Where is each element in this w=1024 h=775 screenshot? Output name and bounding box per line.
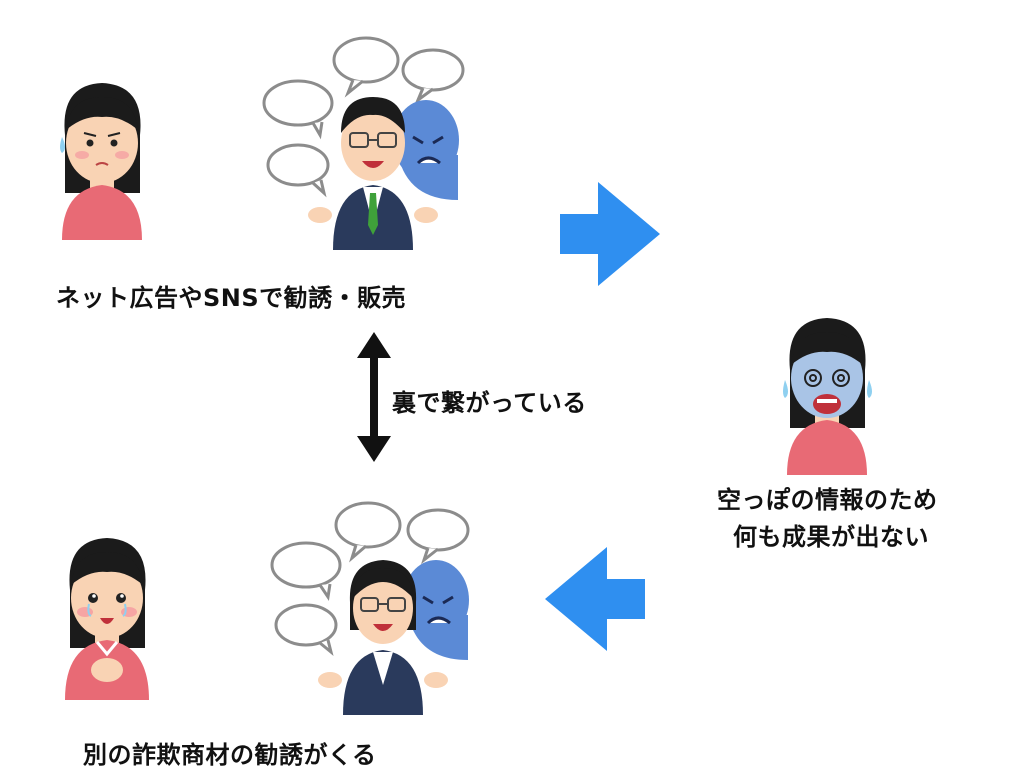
- double-arrow-vertical-icon: [357, 332, 391, 462]
- label-next-scam: 別の詐欺商材の勧誘がくる: [83, 741, 377, 769]
- ghost-figure: [393, 100, 459, 200]
- speech-bubbles: [262, 36, 465, 198]
- label-connected: 裏で繋がっている: [392, 389, 587, 417]
- ghost-figure-bottom: [403, 560, 469, 660]
- label-no-results: 何も成果が出ない: [733, 523, 929, 551]
- label-empty-info: 空っぽの情報のため: [717, 486, 938, 514]
- scammer-woman-illustration: [270, 501, 470, 715]
- worried-woman-illustration: [60, 83, 142, 240]
- crying-woman-illustration: [65, 538, 149, 700]
- scammer-man-illustration: [262, 36, 465, 250]
- speech-bubbles-bottom: [270, 501, 470, 657]
- arrow-left-icon: [545, 547, 645, 651]
- label-ad-sales: ネット広告やSNSで勧誘・販売: [56, 284, 407, 312]
- arrow-right-icon: [560, 182, 660, 286]
- despairing-woman-illustration: [783, 318, 872, 475]
